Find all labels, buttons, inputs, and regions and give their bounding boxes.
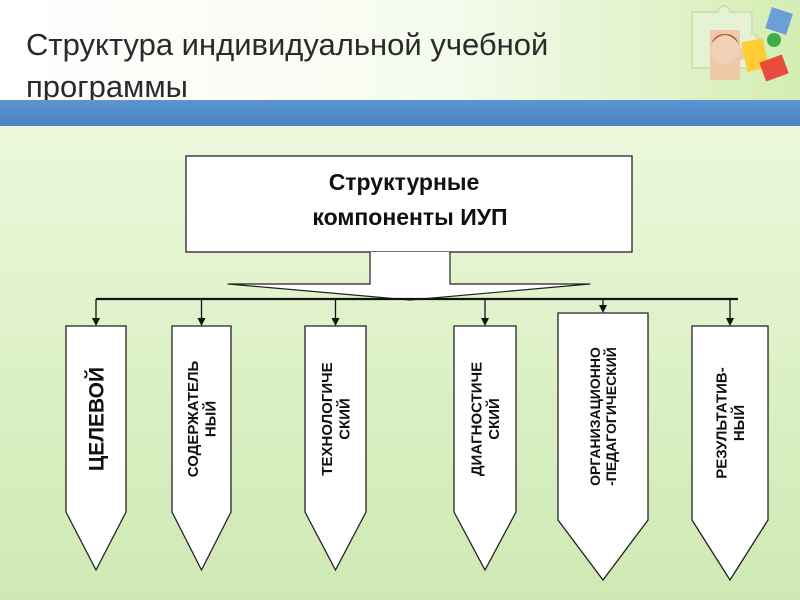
- connector-arrowhead-5: [599, 305, 607, 313]
- component-label-5: ОРГАНИЗАЦИОННО-ПЕДАГОГИЧЕСКИЙ: [587, 347, 619, 486]
- connector-arrowhead-1: [92, 318, 100, 326]
- component-label-3: ТЕХНОЛОГИЧЕСКИЙ: [319, 362, 353, 475]
- puzzle-children-picture: [691, 5, 793, 82]
- connector-arrowhead-3: [331, 318, 340, 326]
- component-label-3-line-1: ТЕХНОЛОГИЧЕ: [319, 362, 336, 475]
- connector-arrowhead-6: [726, 318, 734, 326]
- slide-header: [0, 0, 800, 100]
- component-box-1: [65, 325, 127, 572]
- component-label-2-line-2: НЫЙ: [201, 401, 219, 437]
- component-box-6: [691, 325, 769, 582]
- component-box-3: [304, 325, 367, 572]
- connector-arrowhead-2: [197, 318, 206, 326]
- component-label-2-line-1: СОДЕРЖАТЕЛЬ: [185, 361, 202, 478]
- component-box-2: [171, 325, 232, 572]
- component-label-3-line-2: СКИЙ: [335, 398, 353, 440]
- component-label-6-line-2: НЫЙ: [730, 405, 748, 441]
- component-box-4: [453, 325, 517, 572]
- component-label-4: ДИАГНОСТИЧЕСКИЙ: [469, 362, 503, 476]
- root-box-line2: компоненты ИУП: [312, 204, 507, 230]
- slide-title: Структура индивидуальной учебной програм…: [26, 27, 549, 104]
- component-label-6: РЕЗУЛЬТАТИВ-НЫЙ: [714, 367, 748, 478]
- title-underline-bar: [0, 100, 800, 126]
- component-label-2: СОДЕРЖАТЕЛЬНЫЙ: [185, 361, 219, 478]
- root-box-line1: Структурные: [329, 169, 480, 195]
- connector-arrowhead-4: [481, 318, 489, 326]
- component-label-6-line-1: РЕЗУЛЬТАТИВ-: [714, 367, 731, 478]
- root-block-arrow: [227, 252, 591, 301]
- connector-group: [92, 299, 734, 326]
- component-label-4-line-2: СКИЙ: [485, 398, 503, 440]
- root-box: [185, 155, 633, 253]
- component-label-5-line-1: ОРГАНИЗАЦИОННО: [587, 347, 603, 486]
- component-label-4-line-1: ДИАГНОСТИЧЕ: [469, 362, 486, 476]
- component-box-5: [557, 312, 649, 582]
- component-label-5-line-2: -ПЕДАГОГИЧЕСКИЙ: [602, 347, 619, 486]
- component-label-1: ЦЕЛЕВОЙ: [84, 367, 108, 471]
- component-label-1-line-1: ЦЕЛЕВОЙ: [84, 367, 108, 471]
